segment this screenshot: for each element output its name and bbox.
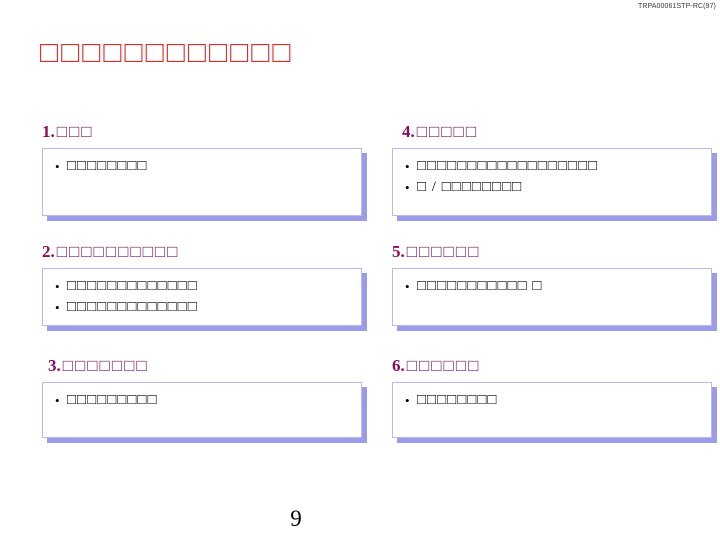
page-number: 9 [290,506,302,531]
section-title-6: □□□□□□ [406,356,481,375]
section-block-6: 6.□□□□□□ □□□□□□□□ [392,356,717,443]
list-item: □□□□□□□□□□□ □ [403,276,701,297]
list-item: □ / □□□□□□□□ [403,177,701,198]
section-block-3: 3.□□□□□□□ □□□□□□□□□ [42,356,367,443]
bullet-list-3: □□□□□□□□□ [53,390,351,411]
section-number-3: 3. [48,356,61,375]
section-title-2: □□□□□□□□□□ [56,242,180,261]
content-box-wrap-6: □□□□□□□□ [392,382,717,443]
bullet-list-6: □□□□□□□□ [403,390,701,411]
bullet-list-1: □□□□□□□□ [53,156,351,177]
section-title-1: □□□ [56,122,94,141]
section-heading-5: 5.□□□□□□ [392,242,712,262]
section-heading-6: 6.□□□□□□ [392,356,712,376]
page-title: □□□□□□□□□□□□ [40,36,294,69]
bullet-list-4: □□□□□□□□□□□□□□□□□□ □ / □□□□□□□□ [403,156,701,198]
content-box-5[interactable]: □□□□□□□□□□□ □ [392,268,712,326]
section-block-2: 2.□□□□□□□□□□ □□□□□□□□□□□□□ □□□□□□□□□□□□□ [42,242,367,331]
section-heading-4: 4.□□□□□ [402,122,712,142]
content-box-wrap-2: □□□□□□□□□□□□□ □□□□□□□□□□□□□ [42,268,367,331]
section-heading-2: 2.□□□□□□□□□□ [42,242,362,262]
section-number-4: 4. [402,122,415,141]
bullet-list-5: □□□□□□□□□□□ □ [403,276,701,297]
section-block-5: 5.□□□□□□ □□□□□□□□□□□ □ [392,242,717,331]
section-number-1: 1. [42,122,55,141]
content-box-1[interactable]: □□□□□□□□ [42,148,362,216]
content-box-wrap-1: □□□□□□□□ [42,148,367,221]
list-item: □□□□□□□□□ [53,390,351,411]
left-column: 1.□□□ □□□□□□□□ 2.□□□□□□□□□□ □□□□□□□□□ [42,122,367,443]
bullet-list-2: □□□□□□□□□□□□□ □□□□□□□□□□□□□ [53,276,351,318]
list-item: □□□□□□□□ [403,390,701,411]
content-box-2[interactable]: □□□□□□□□□□□□□ □□□□□□□□□□□□□ [42,268,362,326]
right-column: 4.□□□□□ □□□□□□□□□□□□□□□□□□ □ / □□□□□□□□ … [392,122,717,443]
section-title-3: □□□□□□□ [62,356,149,375]
list-item: □□□□□□□□ [53,156,351,177]
section-heading-1: 1.□□□ [42,122,362,142]
content-box-wrap-4: □□□□□□□□□□□□□□□□□□ □ / □□□□□□□□ [392,148,717,221]
section-block-4: 4.□□□□□ □□□□□□□□□□□□□□□□□□ □ / □□□□□□□□ [392,122,717,221]
section-title-4: □□□□□ [416,122,479,141]
section-number-6: 6. [392,356,405,375]
content-box-wrap-5: □□□□□□□□□□□ □ [392,268,717,331]
list-item: □□□□□□□□□□□□□□□□□□ [403,156,701,177]
section-number-2: 2. [42,242,55,261]
section-number-5: 5. [392,242,405,261]
section-heading-3: 3.□□□□□□□ [42,356,362,376]
document-code-label: TRPA00061STP-RC(97) [637,3,716,10]
content-box-wrap-3: □□□□□□□□□ [42,382,367,443]
section-title-5: □□□□□□ [406,242,481,261]
list-item: □□□□□□□□□□□□□ [53,297,351,318]
content-box-4[interactable]: □□□□□□□□□□□□□□□□□□ □ / □□□□□□□□ [392,148,712,216]
content-box-3[interactable]: □□□□□□□□□ [42,382,362,438]
content-box-6[interactable]: □□□□□□□□ [392,382,712,438]
section-block-1: 1.□□□ □□□□□□□□ [42,122,367,221]
list-item: □□□□□□□□□□□□□ [53,276,351,297]
